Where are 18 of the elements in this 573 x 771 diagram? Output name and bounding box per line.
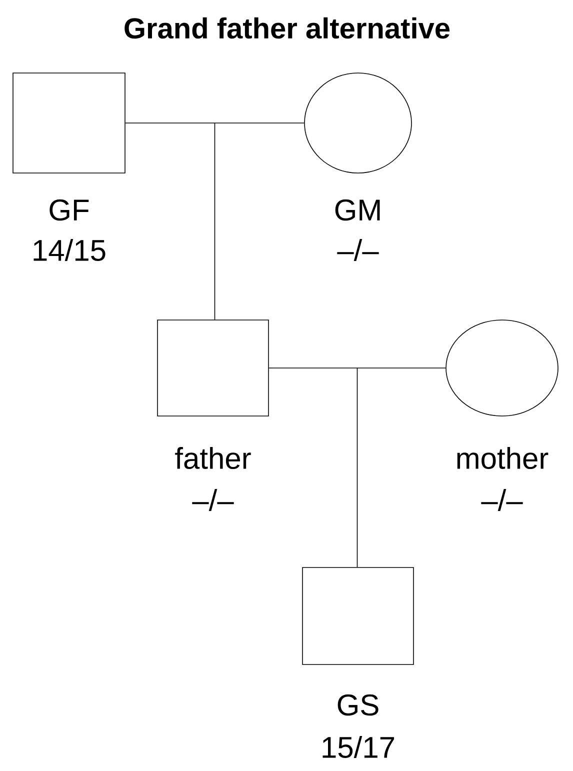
title: Grand father alternative	[124, 17, 450, 39]
male-square	[302, 567, 414, 665]
male-square	[157, 320, 269, 416]
person-label: GM	[335, 199, 380, 221]
genotype-label: –/–	[481, 489, 523, 512]
person-label: GS	[338, 694, 378, 716]
female-circle	[304, 72, 412, 174]
genotype-label: –/–	[337, 239, 379, 262]
male-square	[12, 72, 126, 174]
genotype-label: 15/17	[322, 736, 394, 758]
pedigree-line	[268, 368, 446, 568]
genotype-label: –/–	[192, 489, 234, 512]
person-label: father	[175, 447, 251, 470]
person-label: mother	[457, 447, 548, 470]
female-circle	[446, 320, 558, 416]
pedigree-line	[125, 122, 304, 320]
genotype-label: 14/15	[34, 239, 106, 262]
person-label: GF	[50, 199, 89, 221]
